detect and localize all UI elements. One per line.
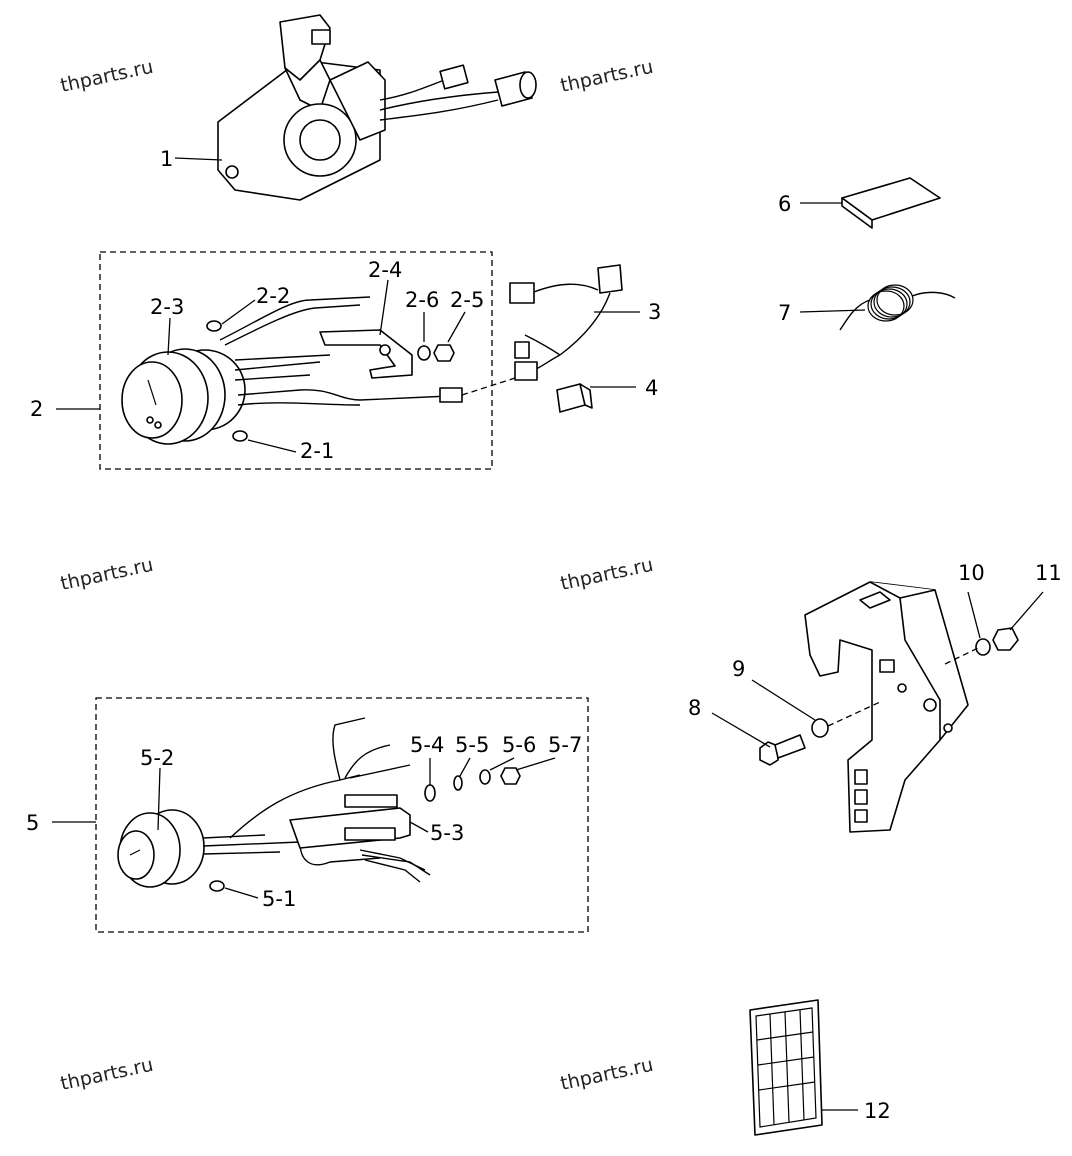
label-part-3: 3 <box>648 300 661 324</box>
connector <box>556 383 593 413</box>
label-part-6: 6 <box>778 192 791 216</box>
nut-11 <box>992 627 1019 651</box>
tachometer <box>121 296 463 445</box>
label-part-10: 10 <box>958 561 985 585</box>
label-part-4: 4 <box>645 376 658 400</box>
bulb-2-1 <box>232 430 248 442</box>
label-part-12: 12 <box>864 1099 891 1123</box>
remote-control-box <box>174 14 537 201</box>
label-part-5-4: 5-4 <box>410 733 444 757</box>
label-part-5-2: 5-2 <box>140 746 174 770</box>
label-part-7: 7 <box>778 301 791 325</box>
label-part-2-5: 2-5 <box>450 288 484 312</box>
label-part-5-1: 5-1 <box>262 887 296 911</box>
label-part-5-7: 5-7 <box>548 733 582 757</box>
watermark: thparts.ru <box>58 56 155 97</box>
label-part-2-2: 2-2 <box>256 284 290 308</box>
watermark: thparts.ru <box>558 554 655 595</box>
trim-meter <box>117 717 431 888</box>
washer-9 <box>811 718 829 738</box>
label-part-8: 8 <box>688 696 701 720</box>
washer-10 <box>975 638 991 656</box>
label-part-2-1: 2-1 <box>300 439 334 463</box>
coil-wire <box>839 284 956 331</box>
bulb-5-1 <box>209 880 225 892</box>
label-part-2-4: 2-4 <box>368 258 402 282</box>
kit-5-border <box>95 697 589 933</box>
bolt <box>759 734 806 766</box>
nut-2-5 <box>433 344 455 362</box>
watermark: thparts.ru <box>58 554 155 595</box>
watermark: thparts.ru <box>558 56 655 97</box>
label-part-5-6: 5-6 <box>502 733 536 757</box>
washer-5-4 <box>424 784 436 802</box>
label-part-5: 5 <box>26 811 39 835</box>
wire-harness <box>461 264 623 396</box>
washer-5-6 <box>479 769 491 785</box>
watermarks: thparts.ru thparts.ru thparts.ru thparts… <box>58 56 655 1095</box>
bracket-2-4 <box>319 329 413 379</box>
bulb-2-2 <box>206 320 222 332</box>
nut-5-7 <box>500 767 521 785</box>
mounting-bracket <box>804 581 969 833</box>
decal-label <box>749 999 823 1136</box>
label-part-1: 1 <box>160 147 173 171</box>
label-part-2-3: 2-3 <box>150 295 184 319</box>
label-part-5-5: 5-5 <box>455 733 489 757</box>
washer-2-6 <box>417 345 431 361</box>
label-part-11: 11 <box>1035 561 1062 585</box>
label-part-2: 2 <box>30 397 43 421</box>
watermark: thparts.ru <box>558 1054 655 1095</box>
label-part-9: 9 <box>732 657 745 681</box>
label-part-5-3: 5-3 <box>430 821 464 845</box>
watermark: thparts.ru <box>58 1054 155 1095</box>
label-part-2-6: 2-6 <box>405 288 439 312</box>
kit-2-border <box>99 251 493 470</box>
washer-5-5 <box>453 775 463 791</box>
